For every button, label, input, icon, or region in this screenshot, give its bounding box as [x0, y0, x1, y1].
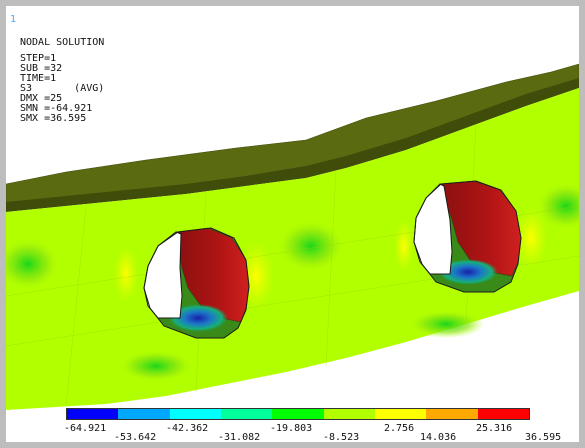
info-time: TIME=1 [20, 73, 57, 84]
legend-label: 25.316 [476, 423, 513, 434]
legend-label: -53.642 [114, 432, 157, 442]
info-smx: SMX =36.595 [20, 113, 87, 124]
legend-swatch [374, 409, 427, 419]
legend-label: -19.803 [270, 423, 313, 434]
legend-label: -8.523 [323, 432, 360, 442]
legend-label: 2.756 [384, 423, 415, 434]
legend-swatch [272, 409, 324, 419]
legend-label: -64.921 [64, 423, 107, 434]
graphics-window[interactable]: 1 NODAL SOLUTION STEP=1 SUB =32 TIME=1 S… [6, 6, 579, 442]
legend-swatch [477, 409, 529, 419]
info-step: STEP=1 [20, 53, 57, 64]
legend-swatch [118, 409, 170, 419]
legend-swatch [220, 409, 273, 419]
legend-label: 14.036 [420, 432, 457, 442]
legend-label: 36.595 [525, 432, 562, 442]
info-title: NODAL SOLUTION [20, 37, 105, 48]
info-smn: SMN =-64.921 [20, 103, 93, 114]
hole-2 [413, 180, 522, 293]
color-legend [66, 408, 530, 420]
legend-swatch [426, 409, 478, 419]
legend-swatch [169, 409, 221, 419]
legend-label: -31.082 [218, 432, 261, 442]
info-sub: SUB =32 [20, 63, 63, 74]
legend-swatch [323, 409, 375, 419]
window-number: 1 [10, 14, 17, 25]
back-layer-lip [6, 78, 579, 212]
info-dmx: DMX =25 [20, 93, 63, 104]
info-item: S3 (AVG) [20, 83, 105, 94]
legend-label: -42.362 [166, 423, 209, 434]
hole-1 [143, 227, 250, 339]
model-viewport[interactable] [6, 6, 579, 442]
info-block: NODAL SOLUTION STEP=1 SUB =32 TIME=1 S3 … [20, 38, 104, 124]
legend-swatch [67, 409, 119, 419]
